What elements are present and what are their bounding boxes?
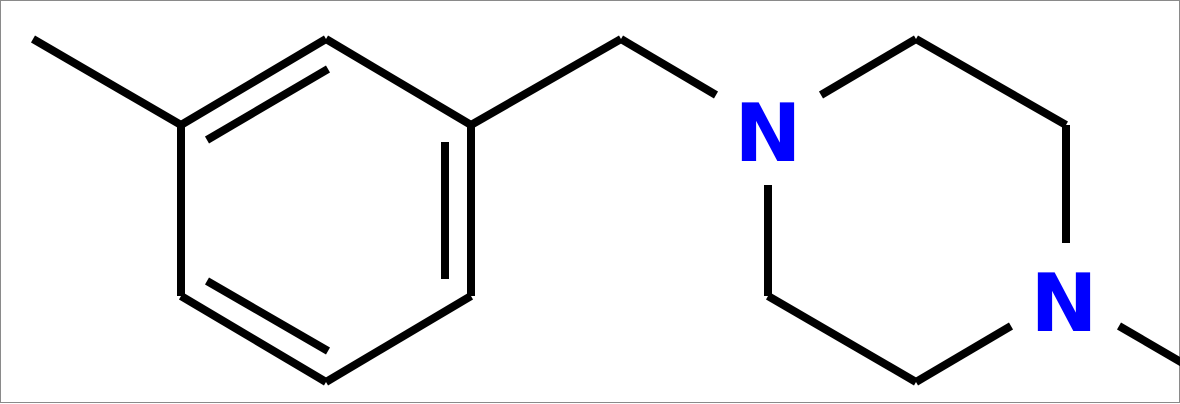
piperazine-bond-bottom-left <box>765 292 919 386</box>
ring-bond-bottom-right <box>323 292 474 386</box>
ring-double-bond-top <box>204 65 331 144</box>
benzyl-bond-2 <box>618 35 719 99</box>
ring-bond-top-left <box>178 35 329 129</box>
piperazine-bond-top-right <box>914 35 1068 129</box>
benzyl-bond-1 <box>469 35 623 129</box>
n-methyl-bond <box>1116 322 1180 367</box>
ring-bond-top-right <box>323 35 474 129</box>
ring-double-bond-bottom <box>204 277 331 355</box>
piperazine-bond-n1-top <box>818 35 919 99</box>
nitrogen-atom-1: N <box>735 87 802 180</box>
ring-bond-bottom-left <box>178 292 329 386</box>
piperazine-bond-n2-bottom <box>913 322 1014 386</box>
methyl-bond <box>30 35 184 129</box>
nitrogen-atom-2: N <box>1031 257 1098 350</box>
